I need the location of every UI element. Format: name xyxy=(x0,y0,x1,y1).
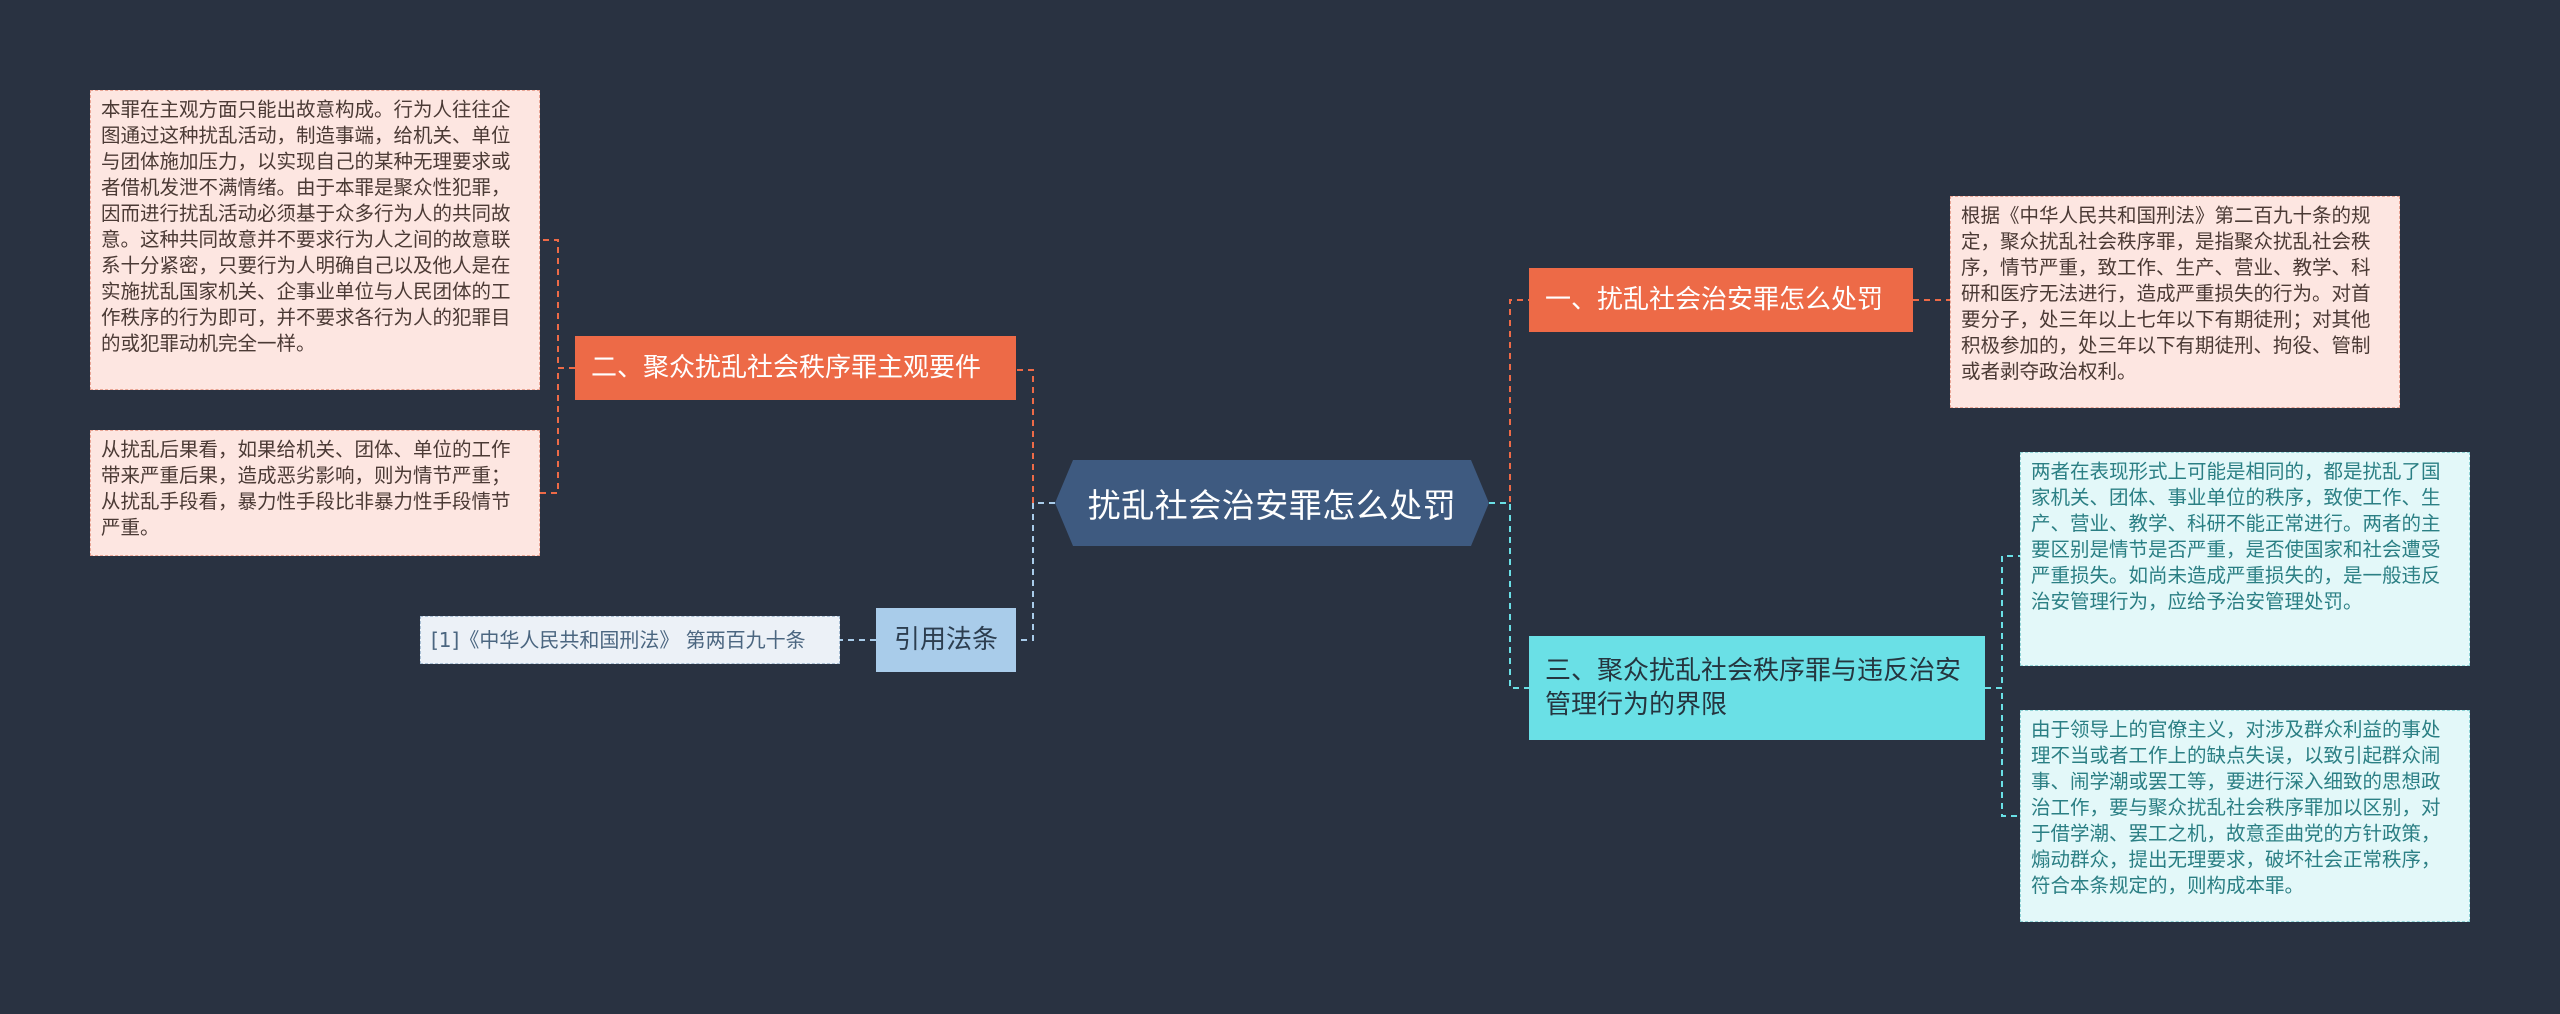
root-topic[interactable]: 扰乱社会治安罪怎么处罚 xyxy=(1055,460,1489,546)
leaf-boundary-difference-text: 两者在表现形式上可能是相同的，都是扰乱了国家机关、团体、事业单位的秩序，致使工作… xyxy=(2031,460,2441,613)
branch-boundary-label: 三、聚众扰乱社会秩序罪与违反治安管理行为的界限 xyxy=(1545,656,1962,720)
root-topic-label: 扰乱社会治安罪怎么处罚 xyxy=(1087,486,1457,525)
leaf-punishment-detail-text: 根据《中华人民共和国刑法》第二百九十条的规定，聚众扰乱社会秩序罪，是指聚众扰乱社… xyxy=(1961,204,2371,383)
leaf-punishment-detail[interactable]: 根据《中华人民共和国刑法》第二百九十条的规定，聚众扰乱社会秩序罪，是指聚众扰乱社… xyxy=(1950,196,2400,408)
branch-punishment[interactable]: 一、扰乱社会治安罪怎么处罚 xyxy=(1529,268,1913,332)
branch-cited-statute[interactable]: 引用法条 xyxy=(876,608,1016,672)
connector-subjective-leaf2 xyxy=(540,367,575,494)
connector-subjective-leaf1 xyxy=(540,239,575,369)
leaf-boundary-difference[interactable]: 两者在表现形式上可能是相同的，都是扰乱了国家机关、团体、事业单位的秩序，致使工作… xyxy=(2020,452,2470,666)
leaf-statute-reference-text: [1]《中华人民共和国刑法》 第两百九十条 xyxy=(431,628,806,652)
connector-boundary-leaf1 xyxy=(1985,555,2020,689)
connector-root-boundary xyxy=(1489,502,1529,689)
connector-root-subjective xyxy=(1016,369,1055,504)
leaf-severity-text: 从扰乱后果看，如果给机关、团体、单位的工作带来严重后果，造成恶劣影响，则为情节严… xyxy=(101,438,511,539)
leaf-boundary-example[interactable]: 由于领导上的官僚主义，对涉及群众利益的事处理不当或者工作上的缺点失误，以致引起群… xyxy=(2020,710,2470,922)
leaf-boundary-example-text: 由于领导上的官僚主义，对涉及群众利益的事处理不当或者工作上的缺点失误，以致引起群… xyxy=(2031,718,2441,897)
branch-cited-statute-label: 引用法条 xyxy=(893,625,998,655)
leaf-subjective-intent[interactable]: 本罪在主观方面只能出故意构成。行为人往往企图通过这种扰乱活动，制造事端，给机关、… xyxy=(90,90,540,390)
leaf-subjective-intent-text: 本罪在主观方面只能出故意构成。行为人往往企图通过这种扰乱活动，制造事端，给机关、… xyxy=(101,98,511,355)
branch-punishment-label: 一、扰乱社会治安罪怎么处罚 xyxy=(1545,285,1884,315)
connector-root-reference xyxy=(1016,502,1055,641)
branch-subjective-elements[interactable]: 二、聚众扰乱社会秩序罪主观要件 xyxy=(575,336,1016,400)
leaf-statute-reference[interactable]: [1]《中华人民共和国刑法》 第两百九十条 xyxy=(420,616,840,664)
leaf-severity[interactable]: 从扰乱后果看，如果给机关、团体、单位的工作带来严重后果，造成恶劣影响，则为情节严… xyxy=(90,430,540,556)
connector-boundary-leaf2 xyxy=(1985,687,2020,817)
connector-root-punishment xyxy=(1489,299,1529,504)
branch-subjective-elements-label: 二、聚众扰乱社会秩序罪主观要件 xyxy=(591,353,982,383)
branch-boundary[interactable]: 三、聚众扰乱社会秩序罪与违反治安管理行为的界限 xyxy=(1529,636,1985,740)
